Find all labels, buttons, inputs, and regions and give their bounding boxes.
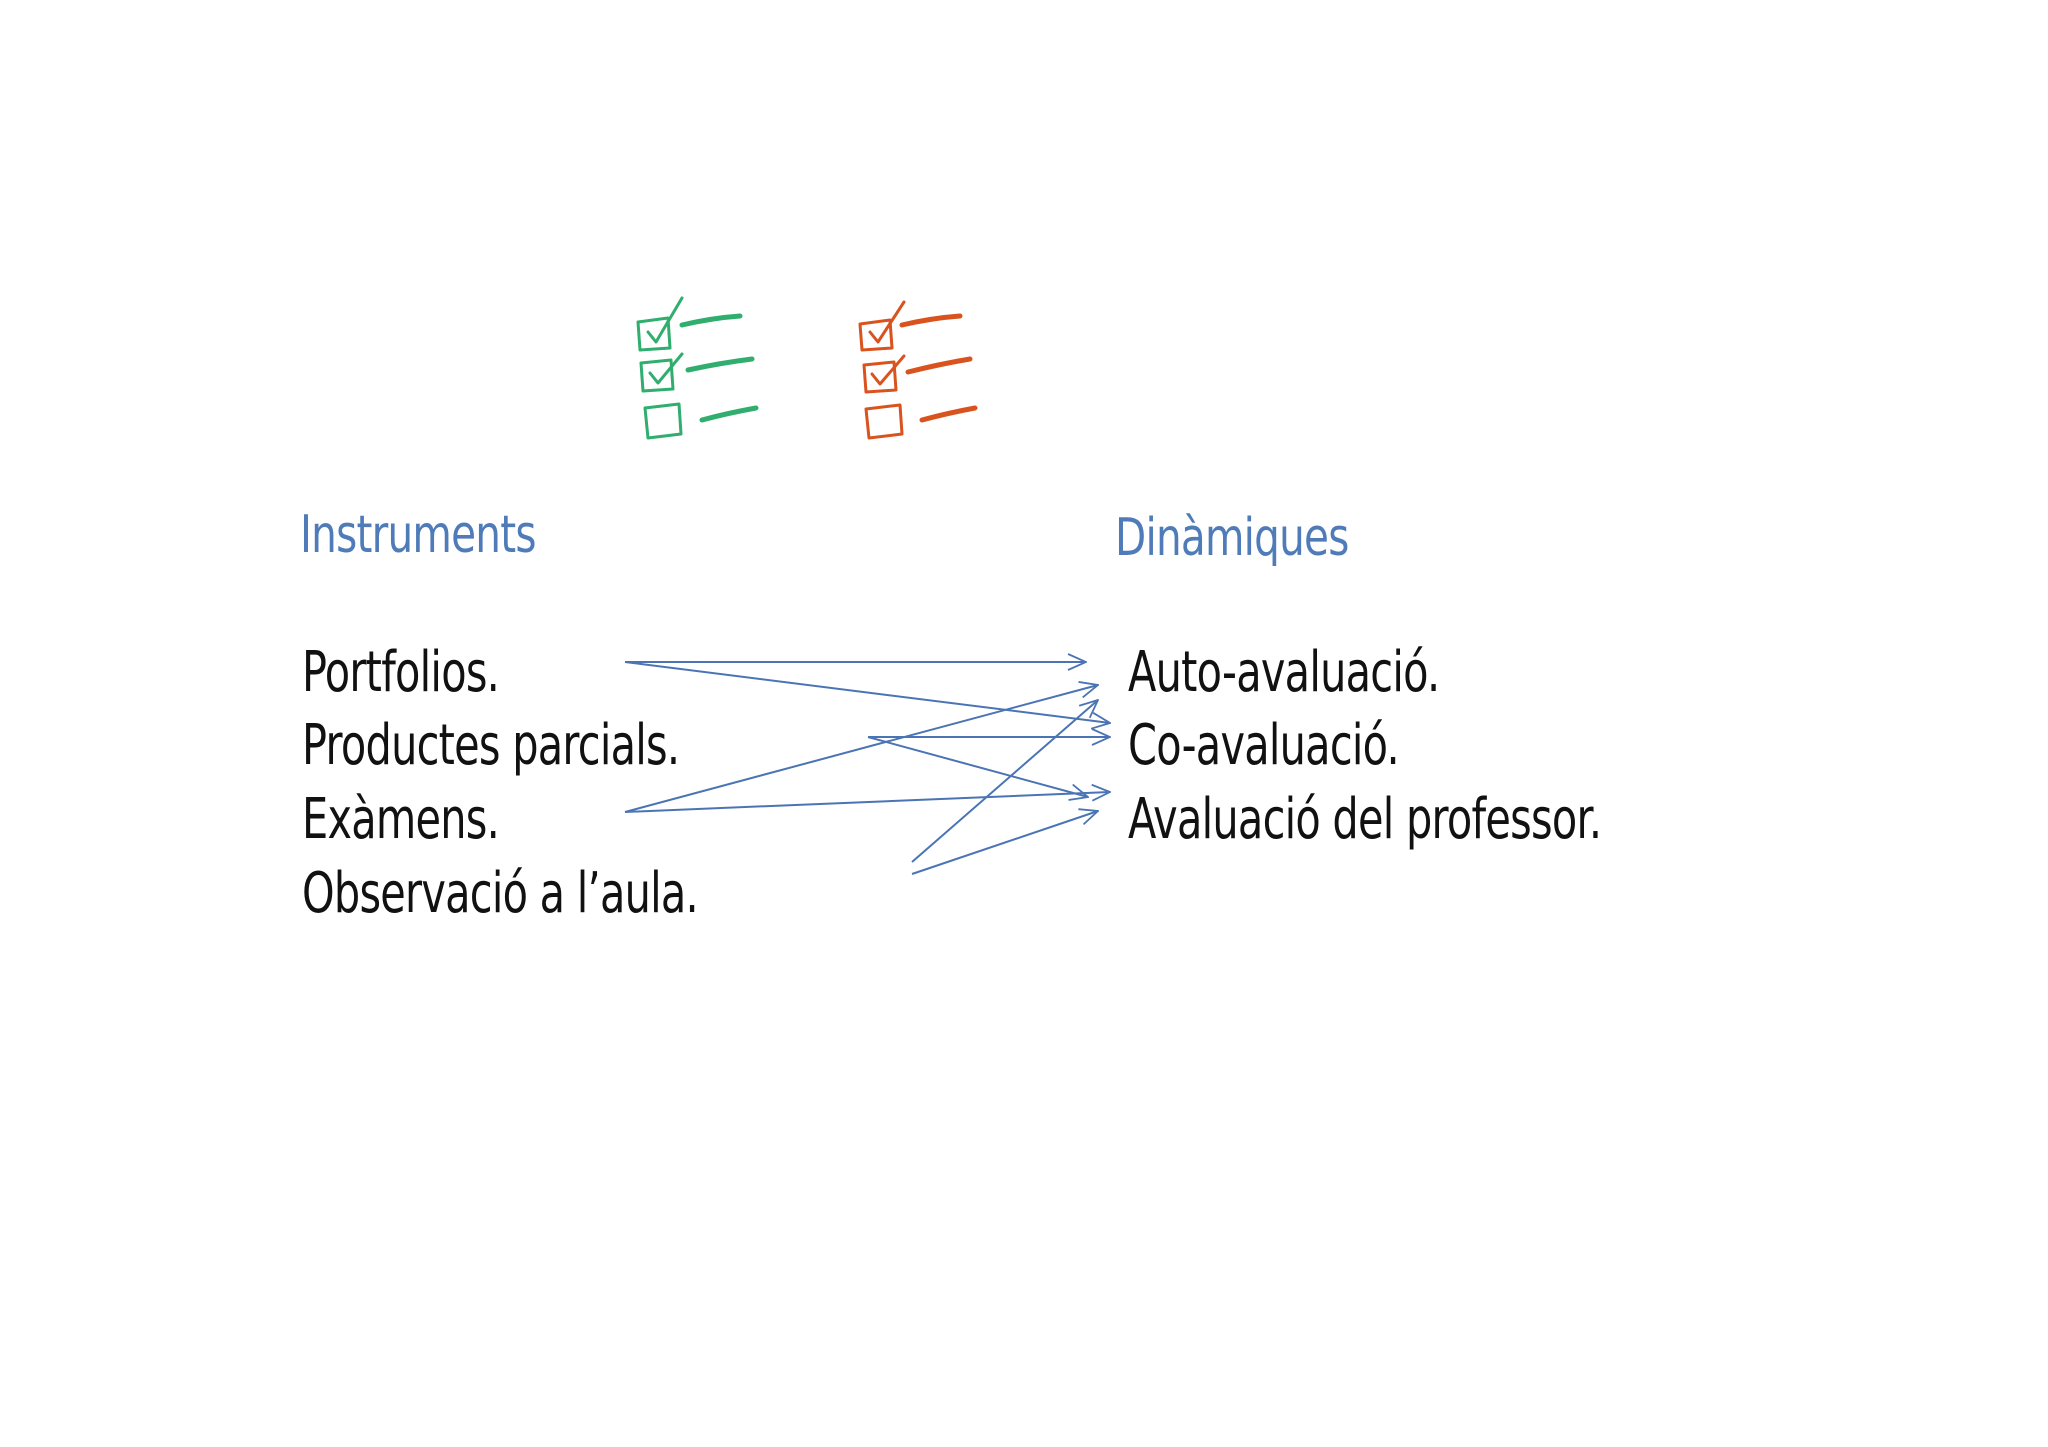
instrument-item-portfolios: Portfolios. (302, 640, 500, 705)
arrow-observacio-to-auto (911, 700, 1098, 863)
arrow-portfolios-to-co (624, 661, 1110, 723)
instrument-item-examens: Exàmens. (302, 787, 500, 852)
dinamica-item-auto-avaluacio: Auto-avaluació. (1128, 640, 1440, 705)
dinamica-item-co-avaluacio: Co-avaluació. (1128, 713, 1400, 778)
arrow-examens-to-auto (624, 685, 1098, 813)
arrow-examens-to-professor (624, 792, 1110, 813)
arrow-observacio-to-professor (911, 811, 1098, 875)
heading-dinamiques: Dinàmiques (1115, 508, 1349, 568)
instrument-item-productes-parcials: Productes parcials. (302, 713, 680, 778)
instrument-item-observacio: Observació a l’aula. (302, 861, 699, 926)
checklist-icon-orange (858, 300, 978, 440)
heading-instruments: Instruments (300, 505, 536, 565)
arrow-productes-to-professor (867, 736, 1088, 797)
dinamica-item-avaluacio-professor: Avaluació del professor. (1128, 787, 1602, 852)
checklist-icon-green (636, 296, 759, 440)
